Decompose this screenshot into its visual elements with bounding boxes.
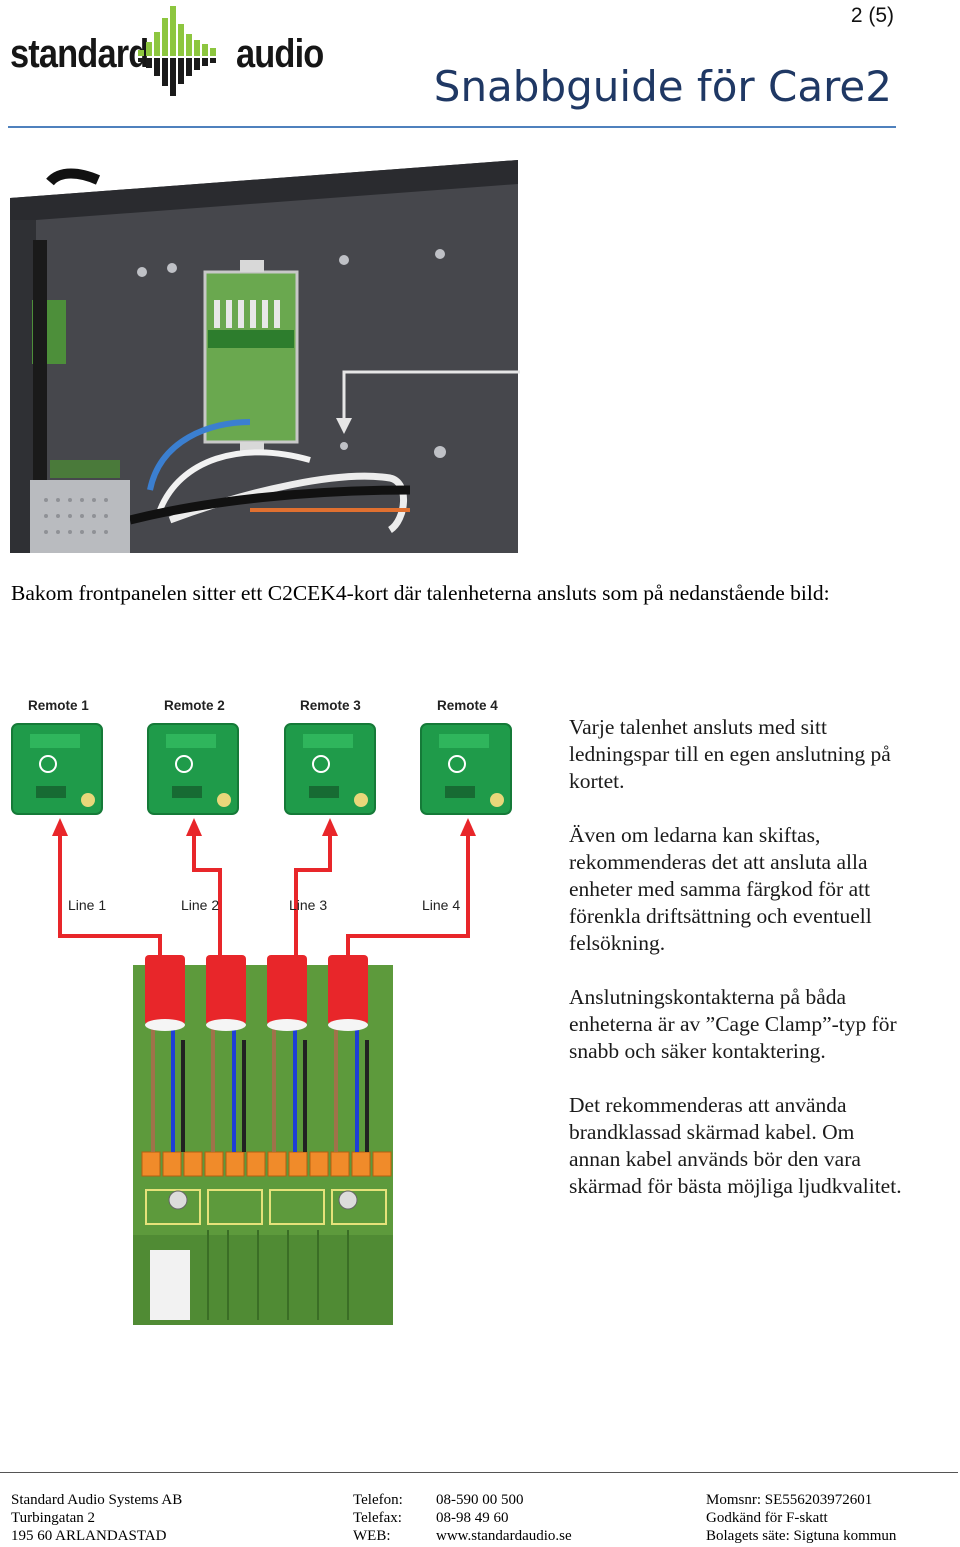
- logo-word-standard: standard: [10, 32, 149, 76]
- remote-device-3: [284, 723, 376, 815]
- footer-company: Standard Audio Systems AB: [11, 1492, 183, 1508]
- footer-city: 195 60 ARLANDASTAD: [11, 1528, 167, 1544]
- instruction-paragraph-2: Även om ledarna kan skiftas, rekommender…: [569, 823, 872, 955]
- remote-label-1: Remote 1: [28, 698, 89, 713]
- remote-label-4: Remote 4: [437, 698, 498, 713]
- remote-label-2: Remote 2: [164, 698, 225, 713]
- footer-fax-label: Telefax:: [353, 1510, 402, 1526]
- footer-phone-label: Telefon:: [353, 1492, 403, 1508]
- footer-web-label: WEB:: [353, 1528, 391, 1544]
- line-label-4: Line 4: [422, 897, 460, 913]
- wire-line-3: [294, 830, 332, 960]
- footer-tax: Godkänd för F-skatt: [706, 1510, 828, 1526]
- wire-line-4: [346, 830, 470, 960]
- footer-phone: 08-590 00 500: [436, 1492, 524, 1508]
- document-title: Snabbguide för Care2: [433, 62, 892, 111]
- footer-web-link[interactable]: www.standardaudio.se: [436, 1528, 572, 1544]
- footer-seat: Bolagets säte: Sigtuna kommun: [706, 1528, 897, 1544]
- logo-word-audio: audio: [236, 32, 324, 76]
- instruction-paragraph-3: Anslutningskontakterna på båda enheterna…: [569, 985, 897, 1063]
- wiring-diagram: Remote 1 Remote 2 Remote 3 Remote 4: [8, 690, 528, 1330]
- instructions-text: Varje talenhet ansluts med sitt lednings…: [569, 714, 909, 1227]
- cabinet-interior-photo: [10, 160, 520, 553]
- line-label-2: Line 2: [181, 897, 219, 913]
- line-label-3: Line 3: [289, 897, 327, 913]
- company-logo: standard audio: [8, 4, 324, 100]
- instruction-paragraph-4: Det rekommenderas att använda brandklass…: [569, 1093, 902, 1198]
- logo-waveform-icon: [138, 6, 216, 96]
- remote-device-4: [420, 723, 512, 815]
- footer-contact-labels: Telefon: Telefax: WEB:: [353, 1491, 403, 1545]
- remote-device-2: [147, 723, 239, 815]
- footer-address: Standard Audio Systems AB Turbingatan 2 …: [11, 1491, 182, 1545]
- wire-line-1: [58, 830, 162, 960]
- footer-fax: 08-98 49 60: [436, 1510, 509, 1526]
- intro-paragraph: Bakom frontpanelen sitter ett C2CEK4-kor…: [11, 581, 830, 605]
- header-divider: [8, 126, 896, 128]
- footer-legal: Momsnr: SE556203972601 Godkänd för F-ska…: [706, 1491, 896, 1545]
- remote-device-1: [11, 723, 103, 815]
- instruction-paragraph-1: Varje talenhet ansluts med sitt lednings…: [569, 715, 891, 793]
- footer-street: Turbingatan 2: [11, 1510, 96, 1526]
- wire-line-2: [192, 830, 222, 960]
- line-label-1: Line 1: [68, 897, 106, 913]
- c2cek4-board: [133, 955, 393, 1325]
- page-number: 2 (5): [850, 4, 894, 27]
- footer-divider: [0, 1472, 958, 1473]
- remote-label-3: Remote 3: [300, 698, 361, 713]
- footer-vat: Momsnr: SE556203972601: [706, 1492, 873, 1508]
- footer-contact-values: 08-590 00 500 08-98 49 60 www.standardau…: [436, 1491, 572, 1545]
